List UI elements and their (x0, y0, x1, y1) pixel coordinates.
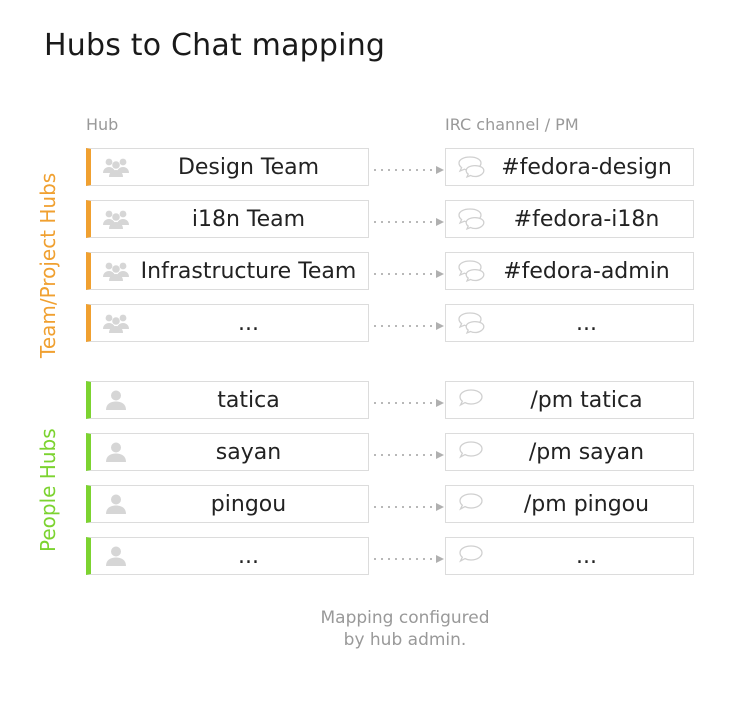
group-icon (101, 259, 131, 283)
channel-name: /pm sayan (528, 439, 645, 465)
hub-box: ... (86, 304, 369, 342)
channel-box: #fedora-admin (445, 252, 694, 290)
group-icon (101, 207, 131, 231)
chat-bubbles-icon (456, 155, 486, 179)
dotted-arrow-icon (373, 213, 445, 226)
channel-column-header: IRC channel / PM (445, 115, 579, 134)
channel-name: #fedora-admin (503, 258, 670, 284)
hub-name: ... (238, 543, 259, 569)
dotted-arrow-icon (373, 446, 445, 459)
hub-box: i18n Team (86, 200, 369, 238)
channel-box: ... (445, 304, 694, 342)
page-title: Hubs to Chat mapping (44, 28, 386, 63)
team-project-hubs-label: Team/Project Hubs (36, 172, 60, 358)
dotted-arrow-icon (373, 161, 445, 174)
hub-column-header: Hub (86, 115, 119, 134)
person-icon (101, 388, 131, 412)
channel-name: /pm pingou (523, 491, 650, 517)
chat-bubble-icon (456, 440, 486, 464)
hub-name: sayan (215, 439, 282, 465)
channel-name: /pm tatica (530, 387, 643, 413)
channel-box: /pm sayan (445, 433, 694, 471)
hub-box: tatica (86, 381, 369, 419)
channel-name: #fedora-i18n (513, 206, 660, 232)
hub-box: Design Team (86, 148, 369, 186)
hub-box: Infrastructure Team (86, 252, 369, 290)
group-icon (101, 155, 131, 179)
person-icon (101, 440, 131, 464)
person-icon (101, 544, 131, 568)
channel-box: #fedora-design (445, 148, 694, 186)
channel-name: #fedora-design (501, 154, 672, 180)
person-icon (101, 492, 131, 516)
chat-bubble-icon (456, 388, 486, 412)
dotted-arrow-icon (373, 394, 445, 407)
channel-box: /pm pingou (445, 485, 694, 523)
hub-box: ... (86, 537, 369, 575)
chat-bubbles-icon (456, 311, 486, 335)
hub-name: Design Team (177, 154, 320, 180)
hub-name: ... (238, 310, 259, 336)
channel-name: ... (576, 543, 597, 569)
dotted-arrow-icon (373, 265, 445, 278)
channel-box: #fedora-i18n (445, 200, 694, 238)
people-hubs-label: People Hubs (36, 428, 60, 552)
footer-line-1: Mapping configured (320, 608, 490, 628)
hub-box: pingou (86, 485, 369, 523)
hub-name: pingou (210, 491, 287, 517)
group-icon (101, 311, 131, 335)
footer-line-2: by hub admin. (343, 630, 467, 650)
chat-bubbles-icon (456, 259, 486, 283)
chat-bubbles-icon (456, 207, 486, 231)
dotted-arrow-icon (373, 550, 445, 563)
dotted-arrow-icon (373, 498, 445, 511)
channel-box: ... (445, 537, 694, 575)
dotted-arrow-icon (373, 317, 445, 330)
hub-name: tatica (217, 387, 280, 413)
chat-bubble-icon (456, 492, 486, 516)
hub-name: i18n Team (191, 206, 306, 232)
footer-note: Mapping configured by hub admin. (305, 607, 505, 651)
chat-bubble-icon (456, 544, 486, 568)
hub-name: Infrastructure Team (140, 258, 357, 284)
channel-box: /pm tatica (445, 381, 694, 419)
hub-box: sayan (86, 433, 369, 471)
channel-name: ... (576, 310, 597, 336)
